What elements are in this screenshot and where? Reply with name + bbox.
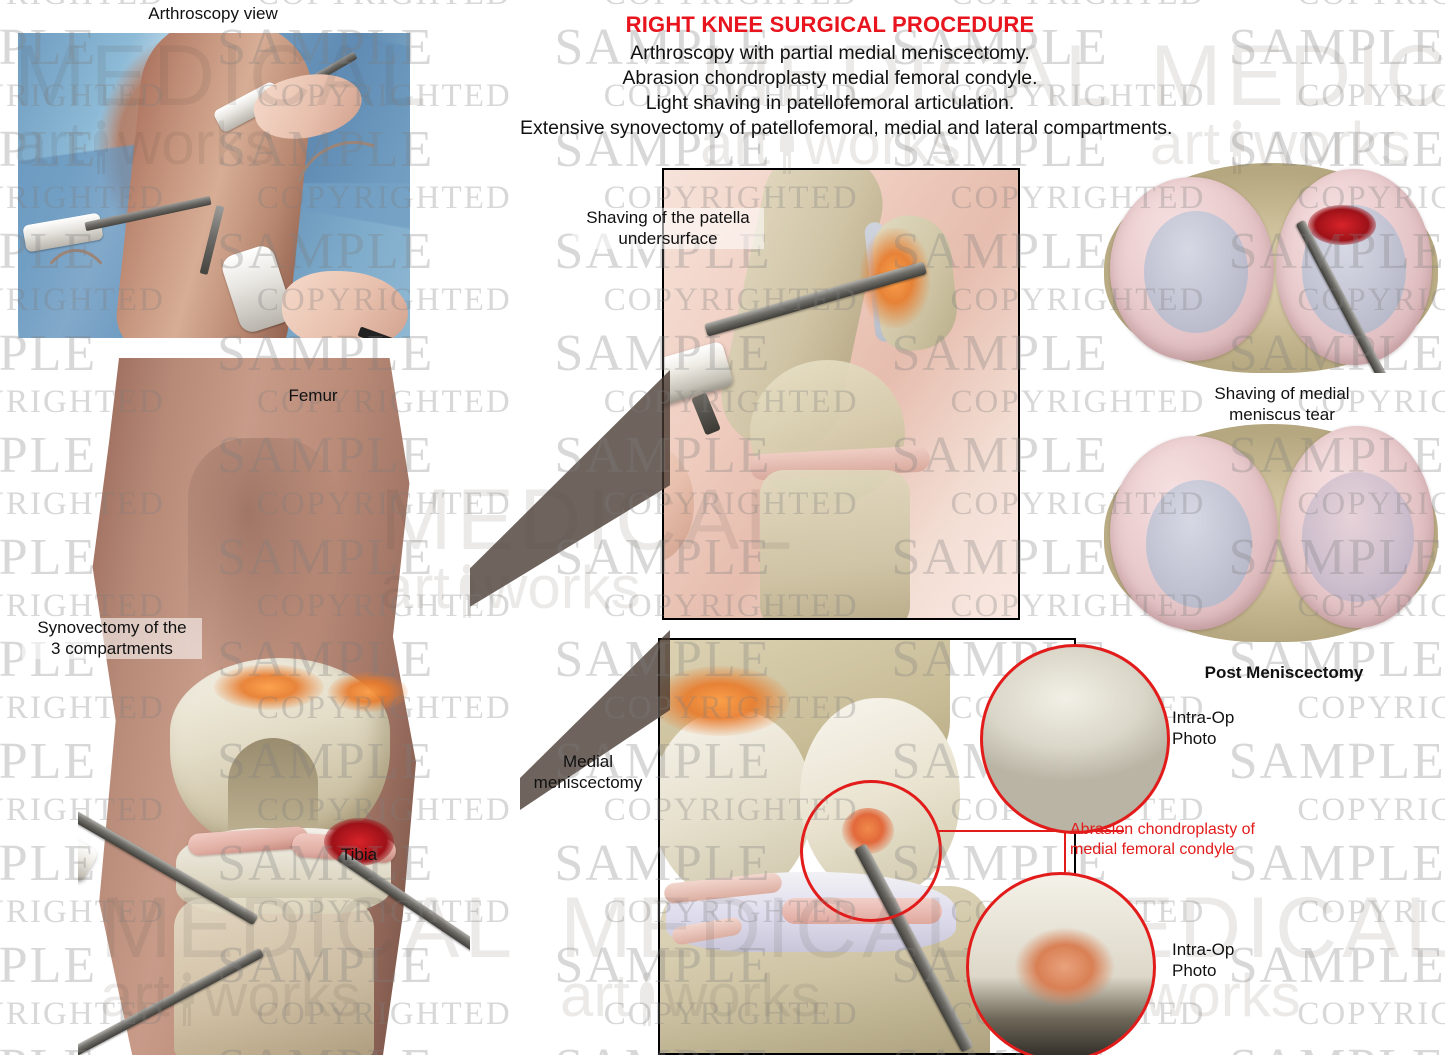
label-tibia: Tibia	[340, 845, 378, 864]
watermark-word: COPYRIGHTED	[1297, 0, 1445, 11]
label-intra-op-photo-2: Intra-Op Photo	[1172, 940, 1235, 980]
procedure-line-2: Abrasion chondroplasty medial femoral co…	[622, 66, 1038, 89]
page-title: RIGHT KNEE SURGICAL PROCEDURE	[625, 12, 1035, 37]
intra-op-photo-2	[966, 872, 1156, 1055]
femur-shaft	[188, 438, 338, 688]
watermark-word: COPYRIGHTED	[1297, 996, 1445, 1032]
label-medial-meniscectomy: Medial meniscectomy	[533, 752, 643, 792]
callout-leader-line	[938, 830, 1124, 832]
label-femur: Femur	[288, 386, 338, 405]
synovitis-region	[660, 666, 790, 736]
procedure-line-1: Arthroscopy with partial medial meniscec…	[630, 42, 1030, 64]
callout-cone-patella	[470, 370, 670, 607]
arthroscopy-view-image	[18, 33, 410, 338]
post-meniscectomy-view	[1104, 424, 1438, 642]
watermark-word: COPYRIGHTED	[1297, 792, 1445, 828]
lateral-cartilage	[1146, 480, 1252, 608]
main-knee-illustration	[78, 358, 470, 1055]
label-post-meniscectomy: Post Meniscectomy	[1204, 663, 1364, 682]
synovitis-region	[328, 672, 408, 712]
label-shaving-patella: Shaving of the patella undersurface	[572, 208, 764, 250]
tibia	[760, 470, 910, 618]
synovitis-region	[214, 664, 324, 710]
shaver-lever	[691, 392, 721, 436]
scope-cable	[36, 249, 116, 338]
human-figure-icon	[636, 970, 658, 1028]
label-intra-op-photo-1: Intra-Op Photo	[1172, 708, 1235, 748]
meniscus-tear	[1308, 205, 1376, 245]
label-shaving-meniscus: Shaving of medial meniscus tear	[1214, 384, 1350, 424]
title-block: RIGHT KNEE SURGICAL PROCEDURE Arthroscop…	[520, 12, 1173, 141]
watermark-word: COPYRIGHTED	[1297, 78, 1445, 114]
watermark-logo-top: MEDICAL	[1150, 28, 1445, 124]
watermark-word: SAMPLE	[1229, 1042, 1445, 1055]
watermark-word: SAMPLE	[1228, 19, 1445, 76]
label-synovectomy: Synovectomy of the 3 compartments	[22, 618, 202, 660]
meniscus-shaving-view	[1104, 163, 1438, 373]
meniscal-tear-bleeding	[324, 818, 394, 866]
surgeon-hand	[282, 271, 408, 338]
callout-cone-chondro	[520, 630, 670, 810]
magnification-circle	[800, 780, 942, 922]
lateral-femoral-condyle	[660, 710, 812, 900]
watermark-word: COPYRIGHTED	[604, 0, 859, 11]
procedure-line-3: Light shaving in patellofemoral articula…	[645, 91, 1015, 114]
lateral-cartilage	[1144, 211, 1248, 333]
procedure-description: Arthroscopy with partial medial meniscec…	[520, 41, 1173, 141]
intra-op-photo-1	[980, 644, 1170, 834]
watermark-word: COPYRIGHTED	[1297, 894, 1445, 930]
medial-cartilage-resected	[1302, 472, 1414, 602]
label-abrasion-chondroplasty: Abrasion chondroplasty of medial femoral…	[1070, 821, 1255, 858]
procedure-line-4: Extensive synovectomy of patellofemoral,…	[520, 116, 1173, 139]
callout-leader-line	[1064, 830, 1066, 894]
watermark-word: COPYRIGHTED	[1297, 690, 1445, 726]
label-arthroscopy-view: Arthroscopy view	[148, 4, 278, 23]
watermark-word: COPYRIGHTED	[951, 0, 1206, 11]
